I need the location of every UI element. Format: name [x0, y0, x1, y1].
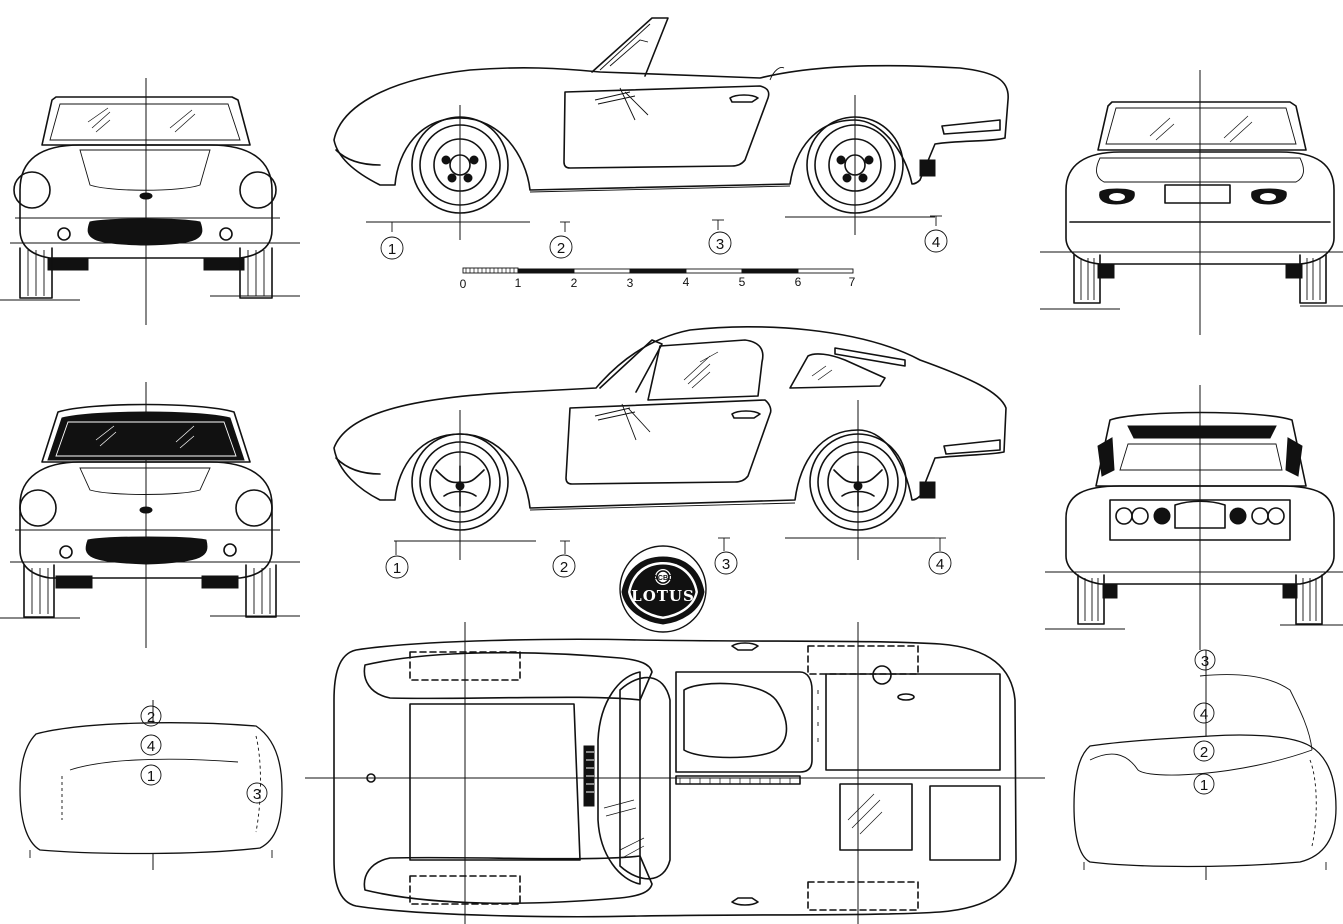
- svg-text:3: 3: [253, 786, 261, 803]
- section-marker-3: 3: [708, 231, 732, 255]
- section-marker-2: 2: [140, 705, 162, 727]
- scale-label-6: 6: [795, 275, 802, 289]
- svg-text:1: 1: [388, 241, 396, 258]
- svg-text:2: 2: [1200, 744, 1208, 761]
- front-view-convertible: [0, 78, 300, 325]
- section-marker-2: 2: [1193, 740, 1215, 762]
- svg-text:1: 1: [1200, 777, 1208, 794]
- scale-label-7: 7: [849, 275, 856, 289]
- section-marker-1: 1: [385, 555, 409, 579]
- section-marker-1: 1: [1193, 773, 1215, 795]
- svg-text:4: 4: [1200, 706, 1208, 723]
- svg-text:1: 1: [147, 768, 155, 785]
- logo-monogram: ACBC: [653, 575, 673, 582]
- section-marker-1: 1: [140, 764, 162, 786]
- section-marker-4: 4: [1193, 702, 1215, 724]
- svg-text:2: 2: [147, 709, 155, 726]
- section-marker-3: 3: [1194, 649, 1216, 671]
- rear-view-convertible: [1040, 70, 1343, 335]
- section-marker-4: 4: [928, 551, 952, 575]
- scale-label-4: 4: [683, 275, 690, 289]
- scale-label-1: 1: [515, 276, 522, 290]
- svg-text:2: 2: [560, 559, 568, 576]
- scale-label-3: 3: [627, 276, 634, 290]
- rear-section-profile: 3 4 2 1: [1073, 649, 1337, 880]
- svg-text:4: 4: [147, 738, 155, 755]
- svg-text:3: 3: [722, 556, 730, 573]
- scale-bar: 0 1 2 3 4 5 6 7: [460, 267, 856, 291]
- svg-text:4: 4: [932, 234, 940, 251]
- section-marker-3: 3: [714, 551, 738, 575]
- front-view-coupe: [0, 382, 300, 648]
- svg-text:1: 1: [393, 560, 401, 577]
- section-marker-2: 2: [549, 235, 573, 259]
- section-marker-3: 3: [246, 782, 268, 804]
- section-marker-1: 1: [380, 236, 404, 260]
- scale-label-0: 0: [460, 277, 467, 291]
- logo-text: LOTUS: [631, 587, 695, 605]
- lotus-logo: ACBC LOTUS: [619, 545, 707, 633]
- top-view: [305, 622, 1045, 924]
- side-view-coupe: 1 2 3 4: [333, 326, 1007, 579]
- rear-view-coupe: [1045, 385, 1343, 650]
- svg-text:3: 3: [716, 236, 724, 253]
- svg-text:3: 3: [1201, 653, 1209, 670]
- svg-text:4: 4: [936, 556, 944, 573]
- side-view-convertible: 1 2 3 4: [333, 17, 1009, 260]
- section-marker-2: 2: [552, 554, 576, 578]
- section-marker-4: 4: [924, 229, 948, 253]
- scale-label-5: 5: [739, 275, 746, 289]
- svg-text:2: 2: [557, 240, 565, 257]
- scale-label-2: 2: [571, 276, 578, 290]
- section-marker-4: 4: [140, 734, 162, 756]
- front-section-profile: 2 4 1 3: [19, 700, 283, 870]
